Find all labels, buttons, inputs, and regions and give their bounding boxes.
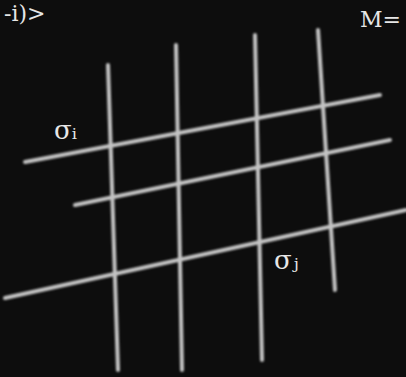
spin-label: σⱼ — [272, 246, 301, 275]
grid-line — [255, 35, 262, 360]
grid-line — [5, 210, 406, 298]
partial-formula: -i)> — [2, 2, 48, 26]
grid-line — [318, 30, 335, 290]
partial-formula: M= — [358, 8, 403, 32]
grid-line — [108, 65, 118, 370]
grid-line — [176, 45, 182, 370]
spin-label: σᵢ — [52, 116, 79, 145]
grid-line — [75, 140, 390, 205]
